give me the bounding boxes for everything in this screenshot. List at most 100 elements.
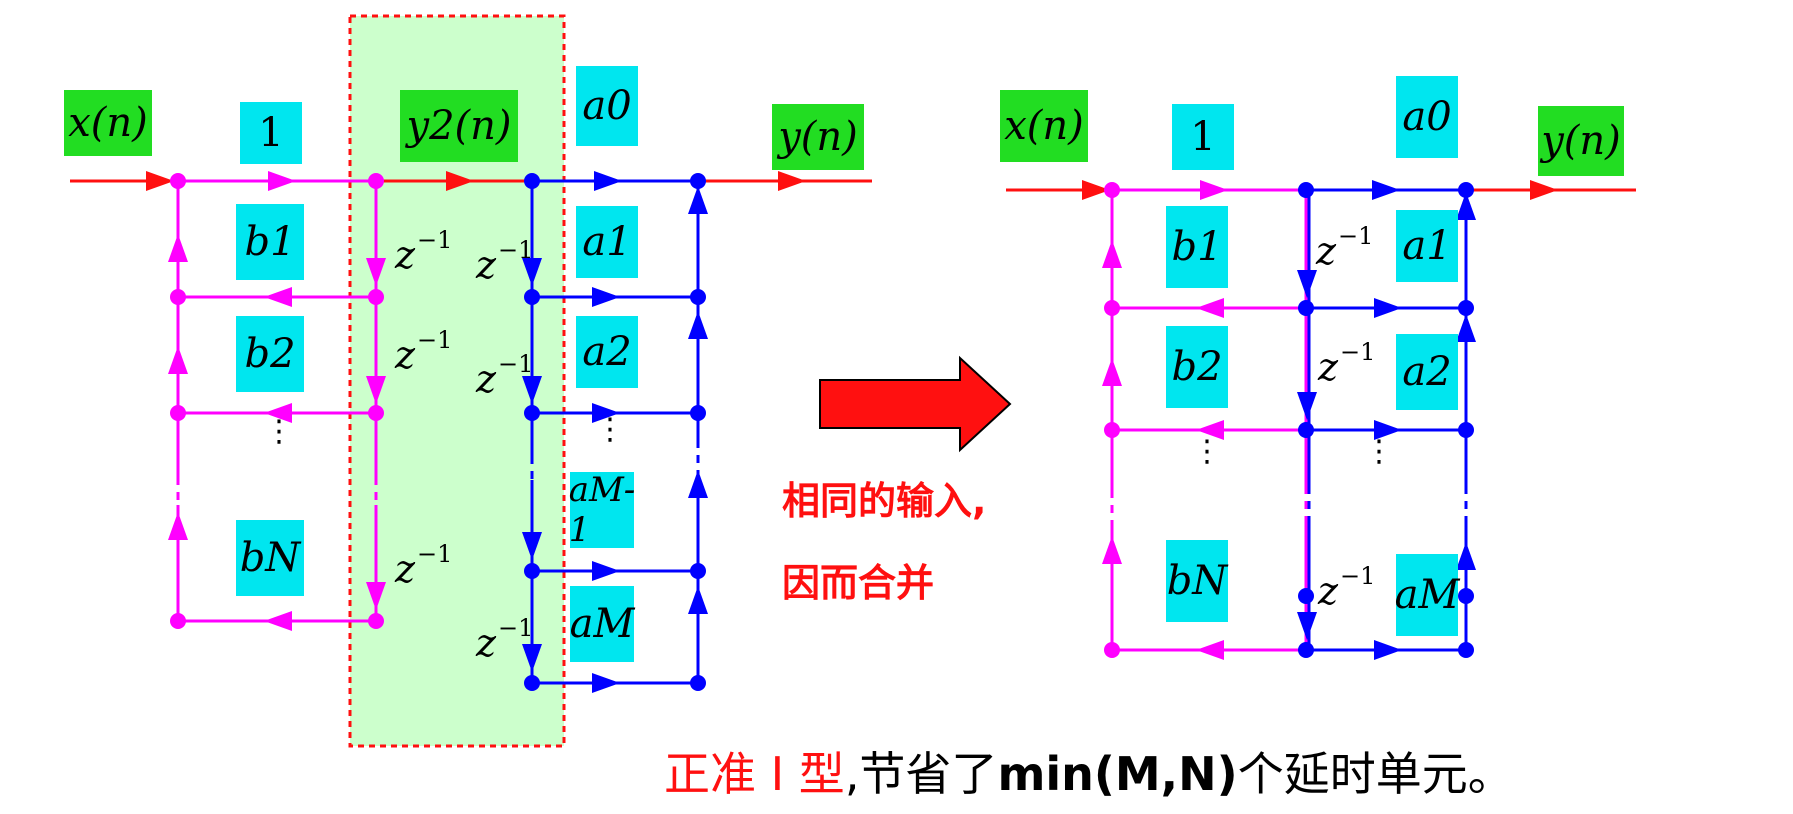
left-sum-up-2: [688, 311, 708, 339]
caption-text-2: 个延时单元。: [1237, 747, 1514, 801]
left-node-asum-1: [690, 405, 706, 421]
left-b-arrow-2: [264, 611, 292, 631]
left-ellipsis-b: ⋮: [264, 414, 294, 449]
right-delay-label-3: z−1: [1318, 562, 1376, 613]
left-mid-arrow: [446, 171, 474, 191]
right-a0-arrow: [1372, 180, 1400, 200]
right-mag-up-1: [1102, 240, 1122, 268]
left-node-out: [690, 173, 706, 189]
left-output-arrow: [778, 171, 806, 191]
left-coeff-bN: bN: [236, 520, 304, 596]
left-delay2-arrow-3: [522, 532, 542, 560]
right-delay-label-2: z−1: [1318, 338, 1376, 389]
right-node-extra-1: [1298, 588, 1314, 604]
right-sum-up-3: [1456, 542, 1476, 570]
left-coeff-b1: b1: [236, 204, 304, 280]
left-delay-arrow-2: [366, 376, 386, 404]
right-gain-arrow: [1200, 180, 1228, 200]
left-node-a-0: [524, 289, 540, 305]
left-node-a-3: [524, 675, 540, 691]
right-gain-one: 1: [1172, 104, 1234, 170]
right-output-arrow: [1530, 180, 1558, 200]
right-node-asum-1: [1458, 422, 1474, 438]
left-output-label: y(n): [772, 104, 864, 170]
left-node-delay-2: [368, 613, 384, 629]
left-node-input: [170, 173, 186, 189]
left-mag-up-1: [168, 234, 188, 262]
right-node-w0: [1298, 182, 1314, 198]
left-delay2-arrow-1: [522, 258, 542, 286]
left-delay-label-2: z−1: [395, 326, 453, 377]
right-node-input: [1104, 182, 1120, 198]
left-b-arrow-1: [264, 403, 292, 423]
left-node-asum-0: [690, 289, 706, 305]
right-b-arrow-0: [1196, 298, 1224, 318]
left-sum-up-3: [688, 470, 708, 498]
left-node-a-2: [524, 563, 540, 579]
left-coeff-aM-1: aM-1: [568, 470, 636, 550]
left-node-sum-2: [170, 613, 186, 629]
right-b-arrow-1: [1196, 420, 1224, 440]
right-coeff-aM: aM: [1395, 554, 1459, 636]
right-sum-up-2: [1456, 314, 1476, 342]
right-mag-up-3: [1102, 536, 1122, 564]
left-delay-label-1: z−1: [395, 226, 453, 277]
right-output-label: y(n): [1538, 106, 1624, 176]
right-node-out: [1458, 182, 1474, 198]
right-coeff-a0: a0: [1396, 76, 1458, 158]
right-a-arrow-1: [1374, 420, 1402, 440]
left-node-sum-1: [170, 405, 186, 421]
left-coeff-b2: b2: [236, 316, 304, 392]
left-delay-arrow-1: [366, 258, 386, 286]
left-mag-up-2: [168, 346, 188, 374]
left-coeff-a2: a2: [576, 316, 638, 388]
right-b-arrow-2: [1196, 640, 1224, 660]
right-coeff-a1: a1: [1396, 210, 1458, 282]
left-node-asum-3: [690, 675, 706, 691]
right-a-arrow-2: [1374, 640, 1402, 660]
left-node-sum-0: [170, 289, 186, 305]
left-input-arrow: [146, 171, 174, 191]
merge-note-line1: 相同的输入,: [782, 479, 987, 523]
right-ellipsis-a: ⋮: [1364, 434, 1394, 469]
left-gain-one: 1: [240, 102, 302, 164]
left-intermediate-label: y2(n): [400, 90, 518, 162]
right-delay-label-1: z−1: [1316, 222, 1374, 273]
right-input-label: x(n): [1000, 90, 1088, 162]
left-a-arrow-0: [592, 287, 620, 307]
left-a-arrow-1: [592, 403, 620, 423]
right-node-sum-0: [1104, 300, 1120, 316]
left-a-arrow-3: [592, 673, 620, 693]
left-delay-label-6: z−1: [476, 614, 534, 665]
right-a-arrow-0: [1374, 298, 1402, 318]
right-ellipsis-b: ⋮: [1192, 434, 1222, 469]
left-delay2-arrow-2: [522, 376, 542, 404]
left-a0-arrow: [594, 171, 622, 191]
right-node-extra-2: [1458, 588, 1474, 604]
left-delay-label-3: z−1: [395, 540, 453, 591]
right-node-delay-2: [1298, 642, 1314, 658]
right-node-asum-0: [1458, 300, 1474, 316]
right-delay-arrow-3: [1297, 612, 1317, 640]
right-delay-arrow-1: [1297, 270, 1317, 298]
right-delay-arrow-2: [1297, 392, 1317, 420]
left-a-arrow-2: [592, 561, 620, 581]
left-node-a-1: [524, 405, 540, 421]
caption-form-name: 正准 I 型: [664, 747, 845, 801]
left-gain-arrow: [268, 171, 296, 191]
right-node-delay-1: [1298, 422, 1314, 438]
caption-text-1: ,节省了: [844, 747, 998, 801]
left-sum-up-1: [688, 186, 708, 214]
left-node-asum-2: [690, 563, 706, 579]
right-mag-up-2: [1102, 358, 1122, 386]
right-node-sum-1: [1104, 422, 1120, 438]
flow-arrows: [146, 171, 1558, 693]
merge-note-line2: 因而合并: [782, 561, 935, 605]
flow-nodes: [170, 173, 1474, 691]
right-node-asum-2: [1458, 642, 1474, 658]
left-node-delay-1: [368, 405, 384, 421]
right-coeff-b2: b2: [1166, 326, 1228, 408]
right-node-sum-2: [1104, 642, 1120, 658]
left-node-w0: [368, 173, 384, 189]
caption-min-term: min(M,N): [997, 747, 1238, 801]
